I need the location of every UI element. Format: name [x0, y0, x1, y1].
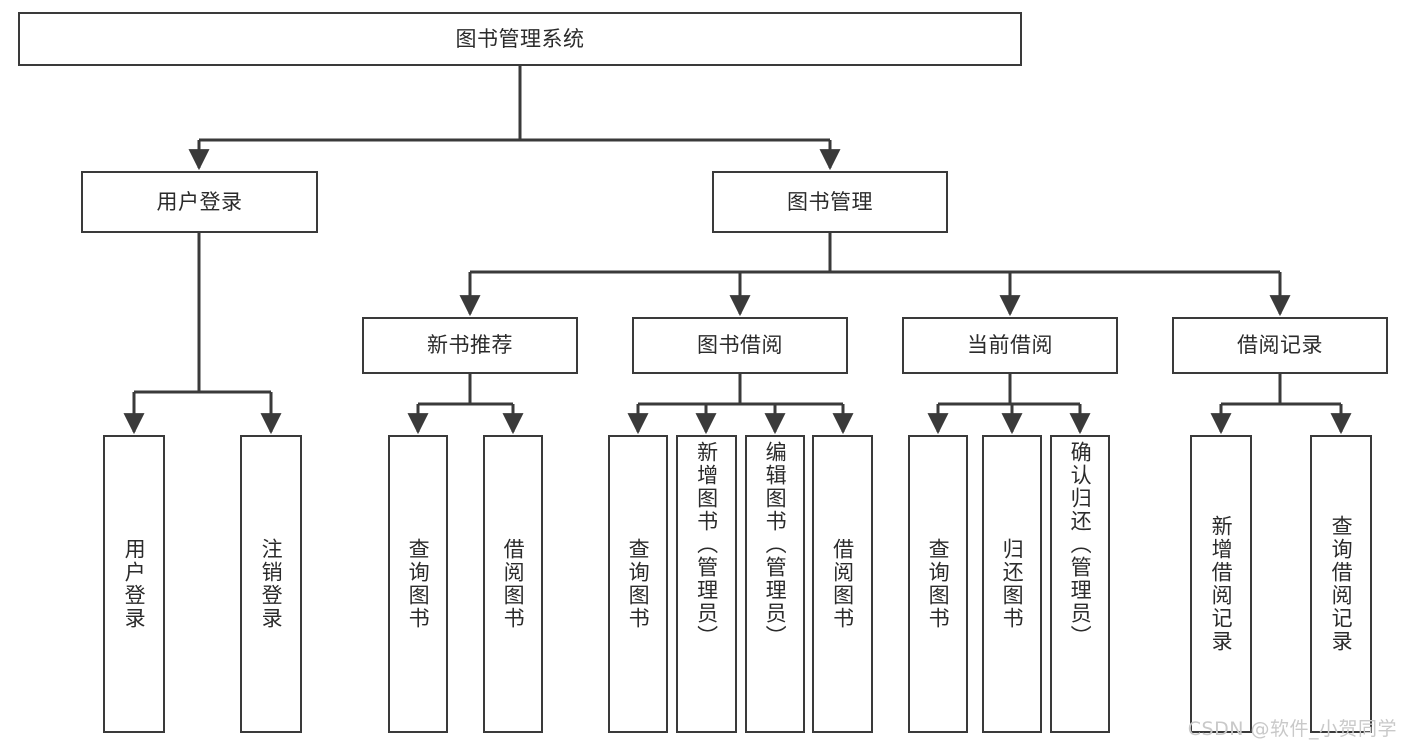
leaf-confirm-return-admin[interactable]: 确认归还（管理员）	[1050, 435, 1110, 733]
node-book-borrow[interactable]: 图书借阅	[632, 317, 848, 374]
node-book-borrow-label: 图书借阅	[697, 333, 783, 358]
leaf-logout-label: 注销登录	[259, 538, 284, 630]
leaf-query-borrow-record[interactable]: 查询借阅记录	[1310, 435, 1372, 733]
node-user-login[interactable]: 用户登录	[81, 171, 318, 233]
node-current-borrow-label: 当前借阅	[967, 333, 1053, 358]
leaf-user-login-label: 用户登录	[122, 538, 147, 630]
leaf-query-book-newbook[interactable]: 查询图书	[388, 435, 448, 733]
node-new-book-recommend-label: 新书推荐	[427, 333, 513, 358]
leaf-query-book-current[interactable]: 查询图书	[908, 435, 968, 733]
node-book-management[interactable]: 图书管理	[712, 171, 948, 233]
leaf-add-borrow-record-label: 新增借阅记录	[1209, 515, 1234, 653]
node-book-management-label: 图书管理	[787, 189, 873, 214]
node-root-label: 图书管理系统	[455, 26, 585, 51]
node-current-borrow[interactable]: 当前借阅	[902, 317, 1118, 374]
node-new-book-recommend[interactable]: 新书推荐	[362, 317, 578, 374]
node-borrow-record-label: 借阅记录	[1237, 333, 1323, 358]
leaf-query-book-current-label: 查询图书	[926, 538, 951, 630]
leaf-add-book-admin-label: 新增图书（管理员）	[694, 441, 719, 648]
leaf-query-book-newbook-label: 查询图书	[406, 538, 431, 630]
leaf-return-book[interactable]: 归还图书	[982, 435, 1042, 733]
leaf-edit-book-admin[interactable]: 编辑图书（管理员）	[745, 435, 805, 733]
leaf-query-book-borrow[interactable]: 查询图书	[608, 435, 668, 733]
leaf-borrow-book-newbook[interactable]: 借阅图书	[483, 435, 543, 733]
leaf-borrow-book-newbook-label: 借阅图书	[501, 538, 526, 630]
leaf-query-borrow-record-label: 查询借阅记录	[1329, 515, 1354, 653]
leaf-add-book-admin[interactable]: 新增图书（管理员）	[676, 435, 737, 733]
leaf-user-login[interactable]: 用户登录	[103, 435, 165, 733]
node-user-login-label: 用户登录	[156, 189, 243, 214]
watermark: CSDN @软件_小贺同学	[1187, 718, 1397, 740]
leaf-borrow-book[interactable]: 借阅图书	[812, 435, 873, 733]
leaf-return-book-label: 归还图书	[1000, 538, 1025, 630]
leaf-logout[interactable]: 注销登录	[240, 435, 302, 733]
node-borrow-record[interactable]: 借阅记录	[1172, 317, 1388, 374]
leaf-confirm-return-admin-label: 确认归还（管理员）	[1068, 441, 1093, 648]
leaf-borrow-book-label: 借阅图书	[830, 538, 855, 630]
leaf-edit-book-admin-label: 编辑图书（管理员）	[763, 441, 788, 648]
node-root[interactable]: 图书管理系统	[18, 12, 1022, 66]
leaf-add-borrow-record[interactable]: 新增借阅记录	[1190, 435, 1252, 733]
leaf-query-book-borrow-label: 查询图书	[626, 538, 651, 630]
